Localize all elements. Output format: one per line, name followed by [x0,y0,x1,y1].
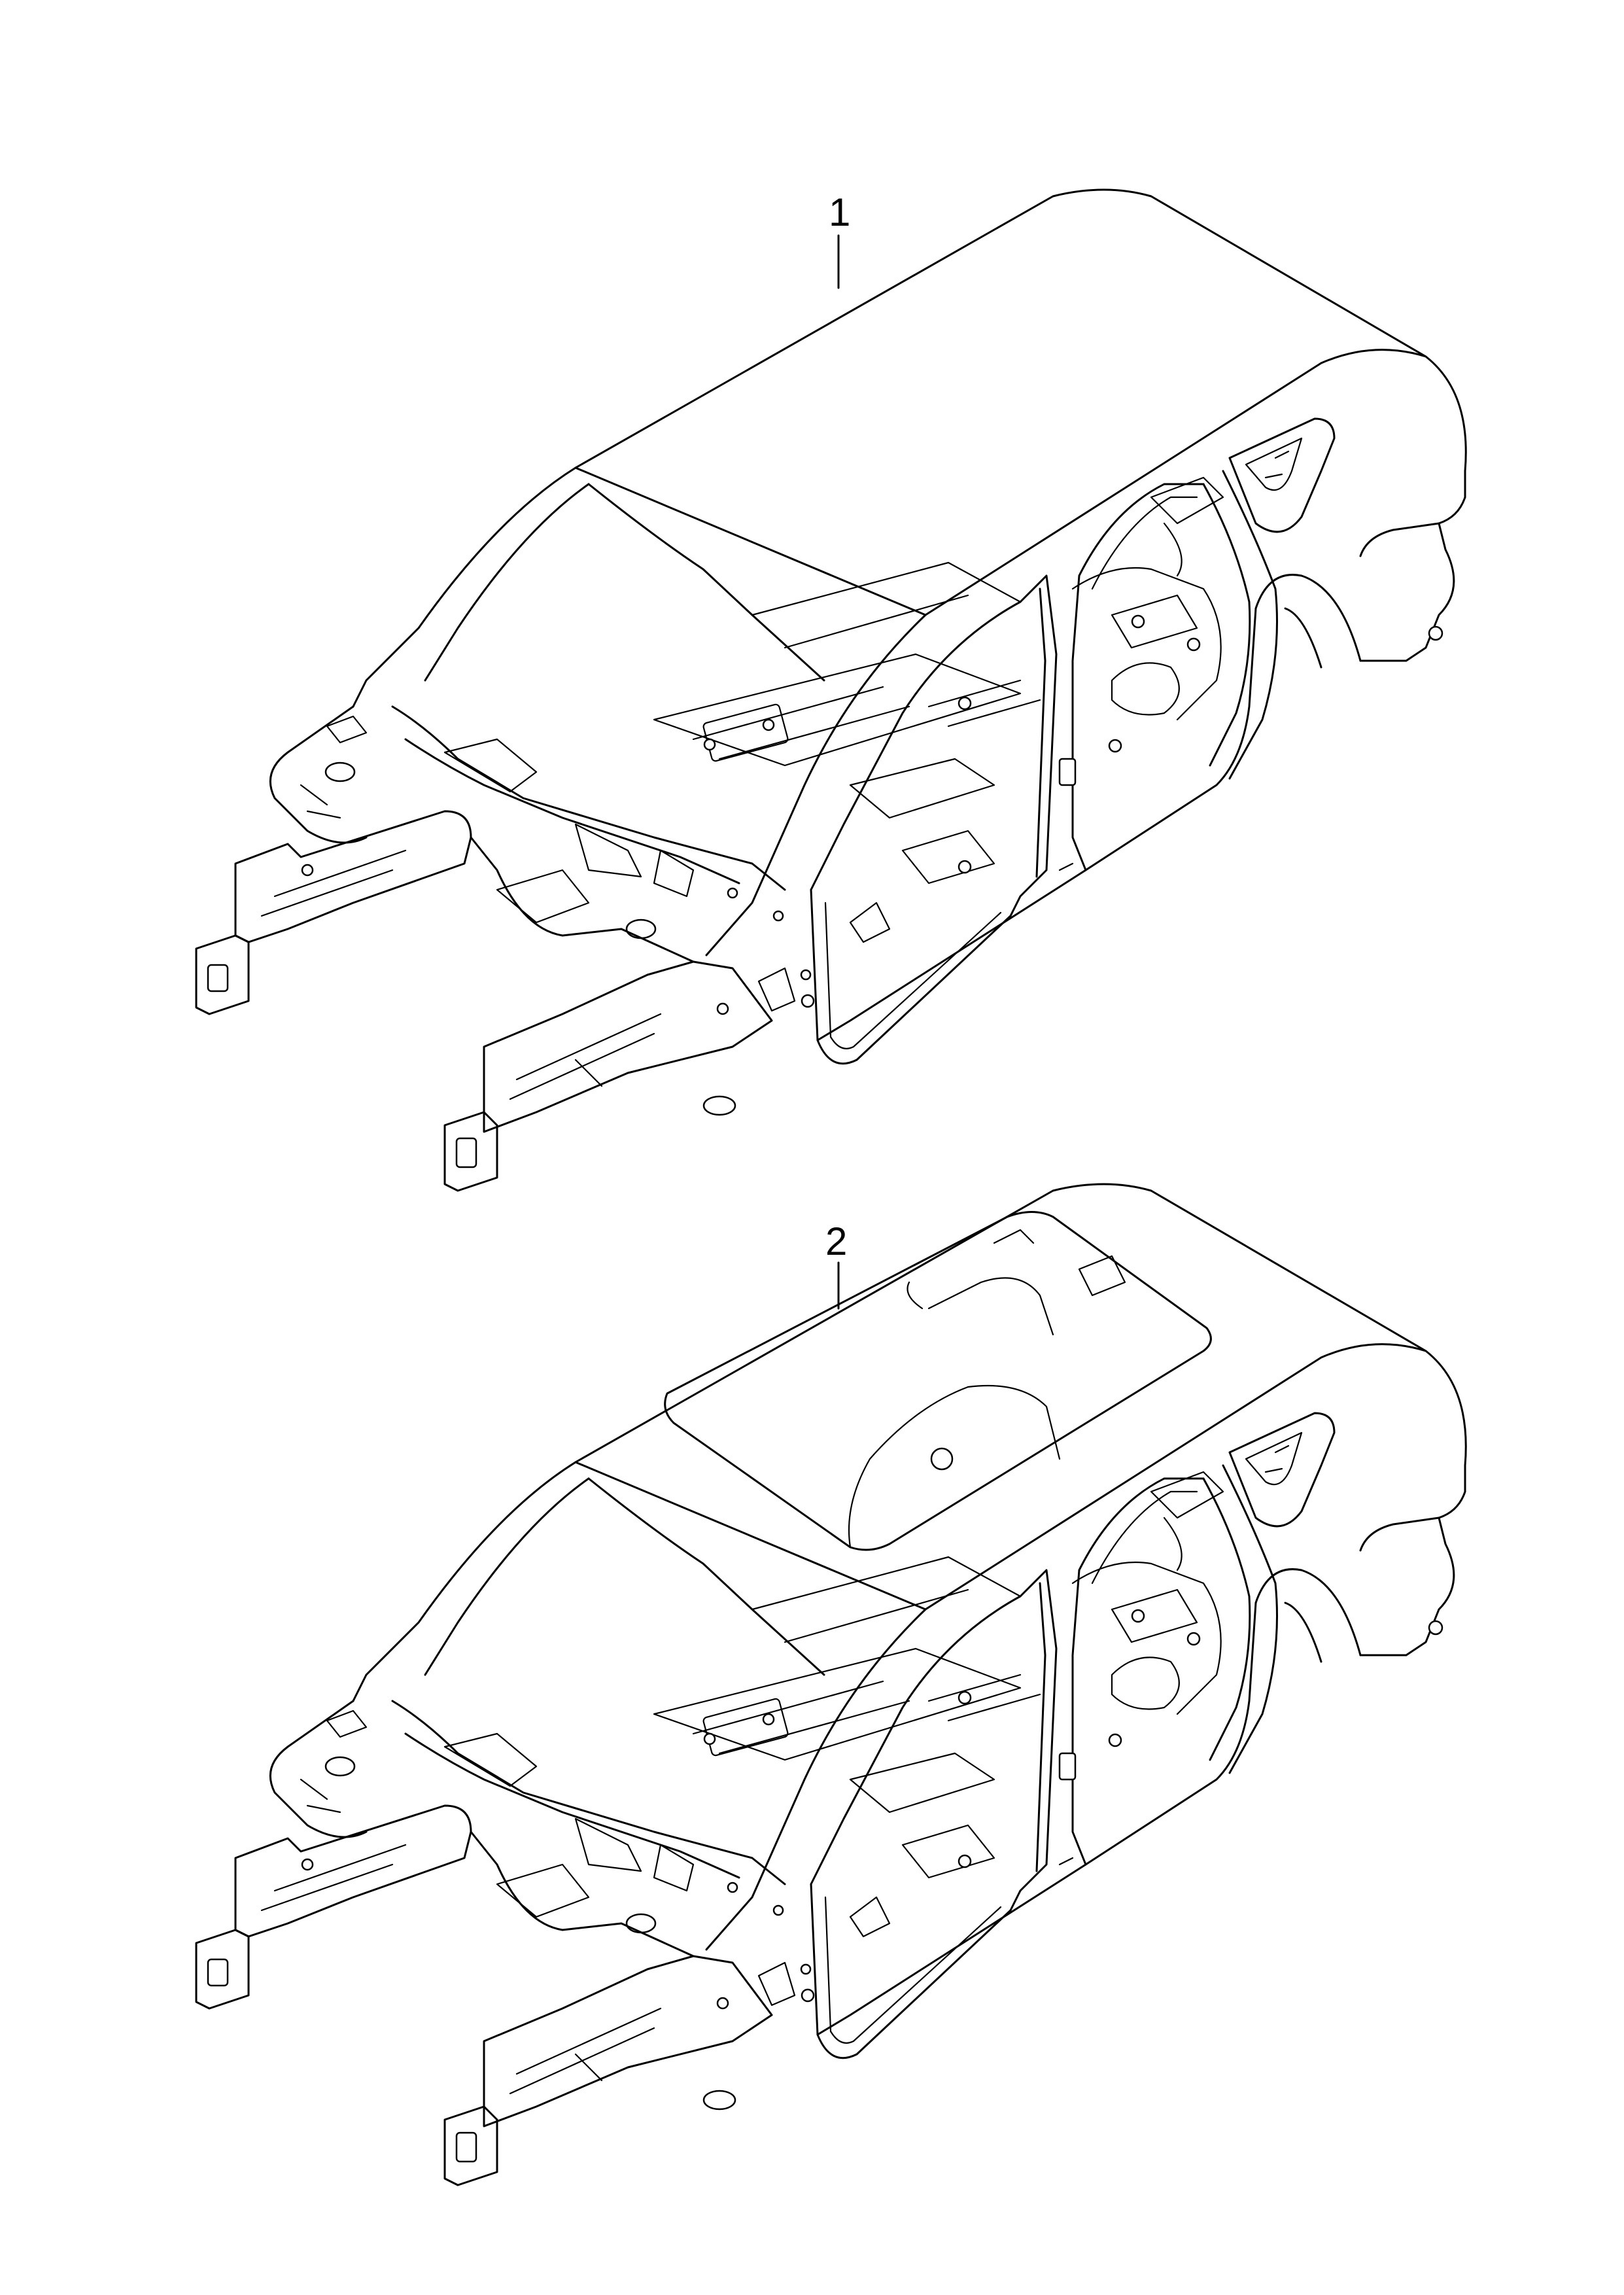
callout-2: 2 [825,1219,847,1263]
callout-1: 1 [829,190,850,234]
body-shell-1: 1 [195,188,1467,1192]
body-shell-2: 2 [195,1183,1467,2186]
